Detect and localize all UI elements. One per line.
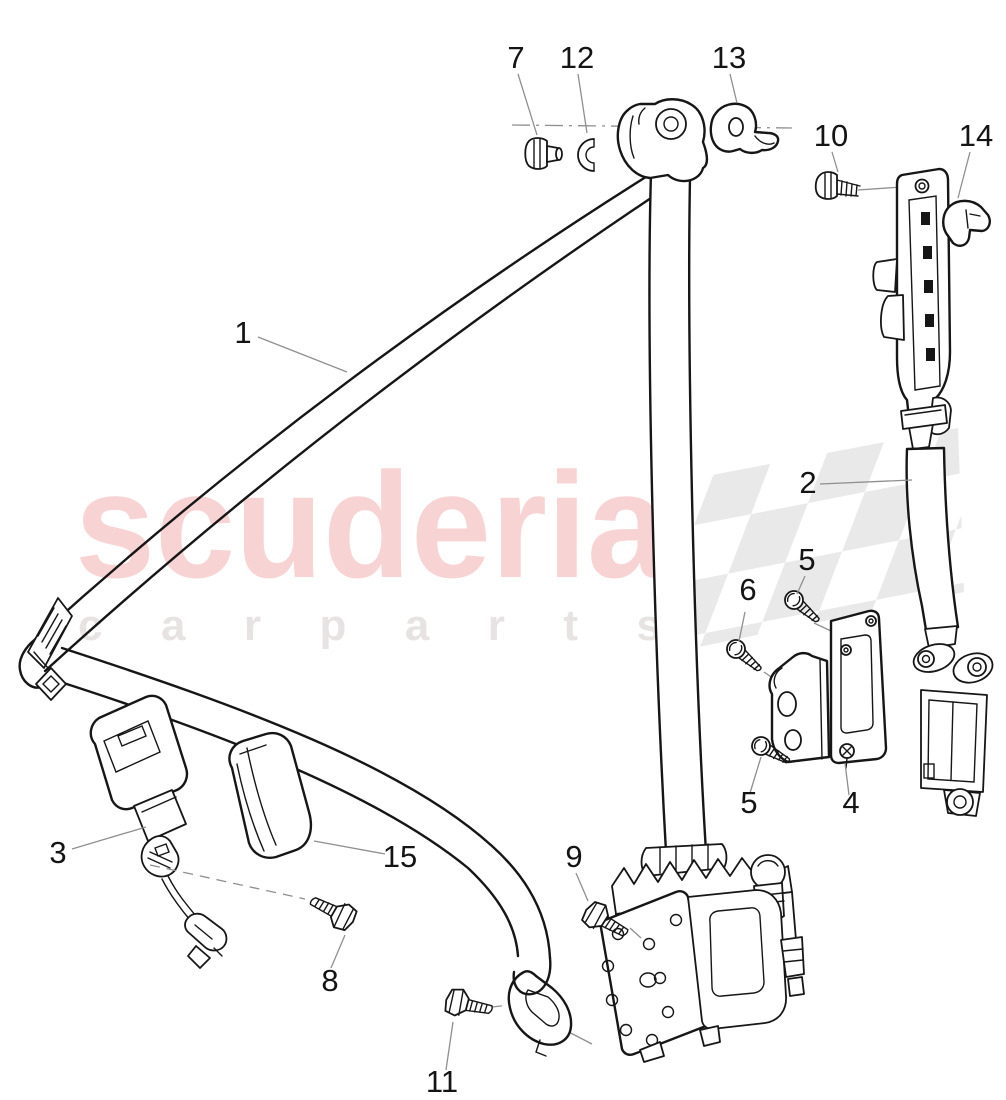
callout-label-5-lower: 5 [740,785,757,820]
callout-label-14: 14 [959,118,993,153]
callout-leaders [71,73,971,1071]
buckle-cable [161,875,197,921]
callout-label-12: 12 [560,40,594,75]
callout-labels: 1 2 3 4 5 6 7 8 9 10 11 12 13 14 15 5 [49,40,993,1099]
part-13-clip [709,102,780,155]
height-adjuster-rail [872,167,952,450]
callout-label-2: 2 [799,465,816,500]
bolt8-axis [149,864,306,900]
callout-label-5-upper: 5 [798,542,815,577]
callout-label-9: 9 [565,839,582,874]
belt-end-fitting [18,597,73,701]
callout-label-7: 7 [507,40,524,75]
part-7-bolt [524,137,563,170]
callout-label-3: 3 [49,835,66,870]
retractor-body [687,889,787,1030]
callout-label-8: 8 [321,963,338,998]
part-12-washer [577,138,595,172]
part-15-cover [228,732,313,859]
watermark-line1: scuderia [75,441,669,609]
rail-side-stub [872,258,898,293]
rail-side-bracket [880,294,905,341]
rear-belt-latch [912,625,994,817]
part-14-clip [942,199,991,247]
part-4-bracket-plate [829,609,888,769]
part-11-bolt [442,986,496,1023]
bolt9-axis [629,927,642,939]
part-10-bolt [814,171,861,200]
checkered-flag-watermark [686,428,964,648]
part-1-shoulder-belt [29,173,665,673]
part-2-rear-belt [900,404,960,632]
callout-label-15: 15 [383,839,417,874]
part-8-bolt [304,888,360,935]
part-3-buckle [89,694,228,969]
upper-belt-anchor [616,98,709,183]
callout-label-11: 11 [426,1064,458,1099]
lower-anchor-fitting [507,956,573,1057]
watermark: scuderia c a r p a r t s [75,428,964,650]
buckle-connector [184,912,228,952]
watermark-line2: c a r p a r t s [78,601,661,650]
callout-label-6: 6 [739,572,756,607]
callout-label-10: 10 [814,118,848,153]
callout-label-1: 1 [234,315,251,350]
callout-label-4: 4 [842,785,859,820]
part-6-screw [722,635,768,678]
belt-retractor [598,843,805,1063]
part-4-bracket-hook [768,651,831,764]
callout-label-13: 13 [712,40,746,75]
